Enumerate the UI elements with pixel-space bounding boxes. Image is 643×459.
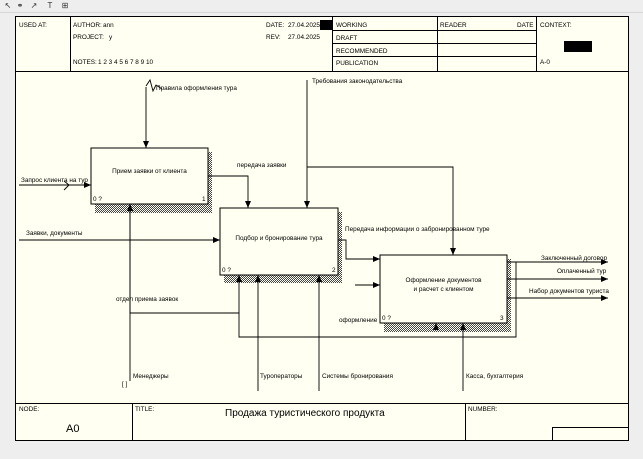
label-request-transfer: передача заявки [237, 162, 287, 169]
context-thumbnail [564, 41, 592, 52]
date-label: DATE: [266, 22, 285, 29]
mechanism-order-dept-arrow [130, 275, 242, 314]
box-1-number: 1 [202, 196, 206, 203]
box-3-cost: 0 ? [382, 315, 391, 322]
status-working: WORKING [336, 22, 368, 29]
label-requests-docs: Заявки, документы [26, 230, 83, 237]
label-tour-rules: Правила оформления тура [156, 85, 237, 92]
box-2-number: 2 [332, 267, 336, 274]
date-value: 27.04.2025 [288, 22, 320, 29]
project-label: PROJECT: [73, 34, 104, 41]
diagram-title: Продажа туристического продукта [225, 408, 385, 419]
used-at-label: USED AT: [19, 22, 47, 29]
label-booking-info: Передача информации о забронированном ту… [345, 226, 490, 233]
tunnel-mark: [ ] [122, 381, 128, 388]
label-cashier: Касса, бухгалтерия [466, 373, 524, 380]
title-label: TITLE: [135, 406, 155, 413]
label-paid-tour: Оплаченный тур [557, 268, 607, 275]
label-tour-operators: Туроператоры [260, 373, 303, 380]
context-label: CONTEXT: [540, 22, 572, 29]
author-value: ann [103, 22, 114, 29]
label-managers: Менеджеры [133, 373, 169, 380]
status-draft: DRAFT [336, 35, 358, 42]
context-node: A-0 [540, 59, 550, 66]
tunnel-tool-icon[interactable]: ⊞ [61, 1, 69, 10]
box-1-label: Прием заявки от клиента [112, 168, 187, 175]
box-2-label: Подбор и бронирование тура [235, 235, 323, 242]
box-1-cost: 0 ? [93, 196, 102, 203]
diagram-canvas [19, 78, 608, 391]
activity-box-2[interactable] [219, 207, 339, 276]
box-3-label: Оформление документов и расчет с клиенто… [405, 277, 482, 293]
link-icon[interactable]: ⚭ [16, 1, 24, 10]
control-legal-branch-arrow [307, 166, 456, 255]
box-3-number: 3 [500, 315, 504, 322]
idef0-diagram-sheet: USED AT: AUTHOR: ann PROJECT: у NOTES: 1… [15, 16, 629, 441]
project-value: у [109, 34, 113, 41]
control-tour-rules-squiggle [145, 78, 163, 93]
reader-label: READER [440, 22, 467, 29]
toolbar: ↖ ⚭ ↗ T ⊞ [0, 0, 643, 13]
number-label: NUMBER: [468, 406, 498, 413]
author-label: AUTHOR: [73, 22, 102, 29]
reader-date-label: DATE [517, 22, 534, 29]
status-publication: PUBLICATION [336, 60, 379, 67]
status-recommended: RECOMMENDED [336, 48, 388, 55]
text-tool-icon[interactable]: T [47, 1, 53, 10]
label-booking-systems: Системы бронирования [322, 373, 393, 380]
notes-value: 1 2 3 4 5 6 7 8 9 10 [98, 59, 154, 66]
cursor-icon[interactable]: ↖ [4, 1, 12, 10]
rev-label: REV: [266, 34, 281, 41]
activity-box-3[interactable] [379, 254, 508, 324]
activity-box-1[interactable] [90, 147, 209, 205]
working-status-marker [320, 20, 332, 30]
label-legal: Требования законодательства [312, 78, 403, 85]
label-contract: Заключенный договор [541, 255, 608, 262]
label-registration: оформление [339, 317, 378, 324]
label-order-dept: отдел приема заявок [116, 296, 179, 303]
label-client-request: Запрос клиента на тур [21, 177, 88, 184]
rev-value: 27.04.2025 [288, 34, 320, 41]
box-2-cost: 0 ? [222, 267, 231, 274]
arrow-tool-icon[interactable]: ↗ [30, 1, 38, 10]
request-transfer-arrow [208, 175, 251, 208]
label-tourist-docs: Набор документов туриста [529, 288, 609, 295]
node-label: NODE: [19, 406, 40, 413]
node-value: A0 [66, 423, 80, 435]
notes-label: NOTES: [73, 59, 97, 66]
booking-info-arrow [338, 239, 380, 262]
input-client-request-squiggle [63, 180, 70, 191]
